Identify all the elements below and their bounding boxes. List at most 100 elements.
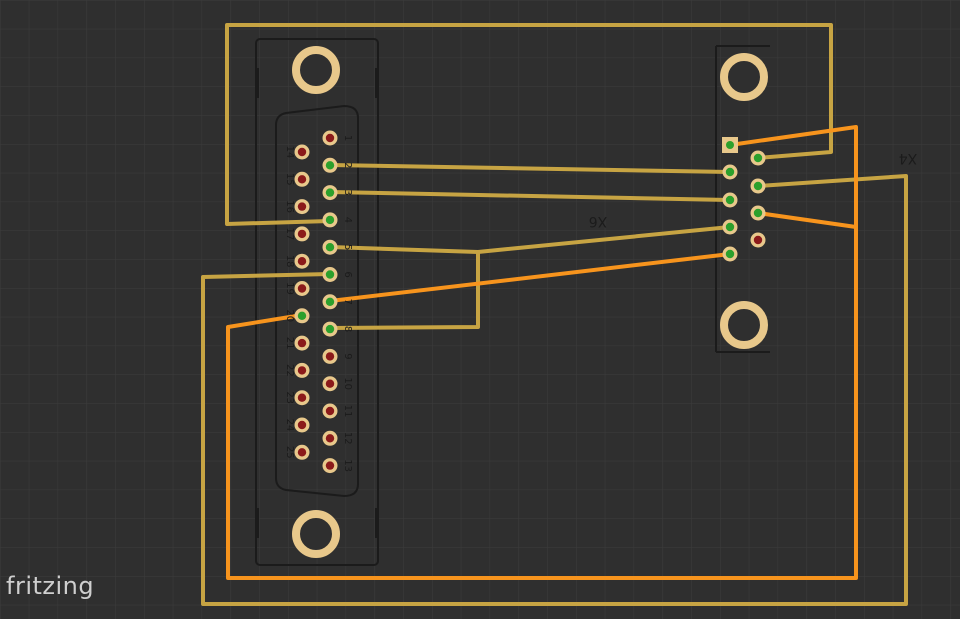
mounting-hole	[720, 53, 768, 101]
db25-pin-label: 11	[342, 405, 353, 418]
x6-pads[interactable]	[722, 137, 766, 262]
trace-pin2-x6[interactable]	[328, 163, 732, 174]
db25-pad-14-hole	[297, 147, 307, 157]
db25-pads[interactable]	[294, 130, 338, 474]
x6-pad[interactable]	[750, 205, 766, 221]
db25-pad-9[interactable]	[322, 348, 338, 364]
db25-pad-11-hole	[325, 406, 335, 416]
db25-pad-6[interactable]	[322, 267, 338, 282]
db25-pad-5[interactable]	[322, 239, 338, 255]
mounting-hole	[720, 301, 768, 349]
db25-pin-labels: 1234567891011121314151617181920212223242…	[284, 135, 353, 472]
trace-pin6-loop[interactable]	[201, 174, 908, 606]
db25-pad-21-hole	[297, 338, 307, 348]
db25-pin-label: 24	[284, 419, 295, 432]
db25-pin-label: 4	[342, 217, 353, 223]
x6-pad[interactable]	[722, 164, 738, 180]
db25-pin-label: 5	[342, 244, 353, 250]
db25-pad-4-hole	[325, 215, 335, 225]
bottom-traces[interactable]	[226, 125, 858, 580]
db25-pin-label: 17	[284, 228, 295, 241]
db25-pad-1[interactable]	[322, 130, 338, 146]
x6-pad[interactable]	[750, 178, 766, 194]
x6-pad-hole	[725, 167, 735, 177]
x4-label: X4	[899, 150, 918, 166]
db25-pad-20[interactable]	[294, 308, 310, 324]
x6-pad[interactable]	[722, 192, 738, 208]
x6-pad[interactable]	[722, 246, 738, 262]
trace-pin8-route[interactable]	[328, 250, 480, 330]
db25-pad-21[interactable]	[294, 335, 310, 351]
db25-pad-14[interactable]	[294, 144, 310, 160]
db25-pad-6-hole	[325, 270, 335, 279]
db25-pad-8[interactable]	[322, 321, 338, 337]
db25-pin-label: 18	[284, 255, 295, 268]
db25-pin-label: 14	[284, 146, 295, 159]
db25-pin-label: 25	[284, 446, 295, 459]
trace-x6-pin-right[interactable]	[756, 211, 858, 229]
db25-pad-12[interactable]	[322, 430, 338, 446]
trace-x6-sq-loop[interactable]	[226, 125, 858, 580]
db25-pin-label: 10	[342, 377, 353, 390]
db25-pad-9-hole	[325, 352, 335, 361]
db25-pad-15[interactable]	[294, 171, 310, 187]
db25-pin-label: 15	[284, 173, 295, 186]
db25-pad-7[interactable]	[322, 294, 338, 310]
db25-pad-19[interactable]	[294, 281, 310, 296]
db25-outline	[255, 38, 379, 566]
db25-pad-4[interactable]	[322, 212, 338, 228]
db25-shell	[275, 104, 359, 498]
db25-pin-label: 21	[284, 337, 295, 350]
db25-pin-label: 23	[284, 391, 295, 404]
db25-pin-label: 1	[342, 135, 353, 141]
db25-pin-label: 9	[342, 353, 353, 359]
db25-pad-24[interactable]	[294, 417, 310, 433]
db25-pad-17[interactable]	[294, 226, 310, 242]
db25-pin-label: 22	[284, 364, 295, 377]
db25-pad-1-hole	[325, 133, 335, 143]
x6-pad-hole	[725, 222, 735, 232]
x6-pad[interactable]	[722, 219, 738, 235]
x6-pad-hole	[725, 195, 735, 205]
db25-pad-2[interactable]	[322, 157, 338, 173]
db25-pad-2-hole	[325, 161, 335, 170]
db25-pin-label: 2	[342, 162, 353, 168]
db25-pad-11[interactable]	[322, 403, 338, 419]
x6-pad-hole	[753, 153, 763, 163]
db25-pad-24-hole	[297, 420, 307, 430]
db25-pad-8-hole	[325, 324, 335, 334]
db25-pad-13[interactable]	[322, 458, 338, 474]
trace-outer-loop-top[interactable]	[225, 23, 833, 226]
db25-pad-17-hole	[297, 229, 307, 239]
db25-pad-20-hole	[297, 311, 307, 320]
db25-pad-16-hole	[297, 202, 307, 211]
x6-pad[interactable]	[750, 150, 766, 166]
db25-pad-10-hole	[325, 379, 335, 388]
db25-pin-label: 16	[284, 200, 295, 213]
trace-pin7-x6[interactable]	[328, 252, 732, 303]
db25-connector[interactable]	[255, 38, 379, 566]
x6-pad-square-dot	[726, 141, 734, 149]
x6-pad-hole	[753, 181, 763, 191]
x6-pad-hole	[753, 235, 763, 245]
db25-pad-3[interactable]	[322, 185, 338, 201]
db25-pad-10[interactable]	[322, 376, 338, 392]
fritzing-logo: fritzing	[6, 572, 95, 600]
db25-pad-23[interactable]	[294, 390, 310, 406]
db25-pad-16[interactable]	[294, 199, 310, 215]
db25-pad-22[interactable]	[294, 362, 310, 378]
trace-pin3-x6[interactable]	[328, 190, 732, 202]
db25-pad-18-hole	[297, 257, 307, 266]
db25-pad-7-hole	[325, 297, 335, 306]
top-traces[interactable]	[201, 23, 908, 606]
db25-pin-label: 3	[342, 189, 353, 195]
mounting-hole	[292, 46, 340, 94]
db25-pad-25[interactable]	[294, 444, 310, 460]
db25-pad-25-hole	[297, 448, 307, 457]
db25-pin-label: 20	[284, 309, 295, 322]
x6-label: X6	[589, 213, 608, 229]
db25-pad-18[interactable]	[294, 253, 310, 269]
db25-pad-3-hole	[325, 188, 335, 197]
x6-pad[interactable]	[750, 232, 766, 248]
